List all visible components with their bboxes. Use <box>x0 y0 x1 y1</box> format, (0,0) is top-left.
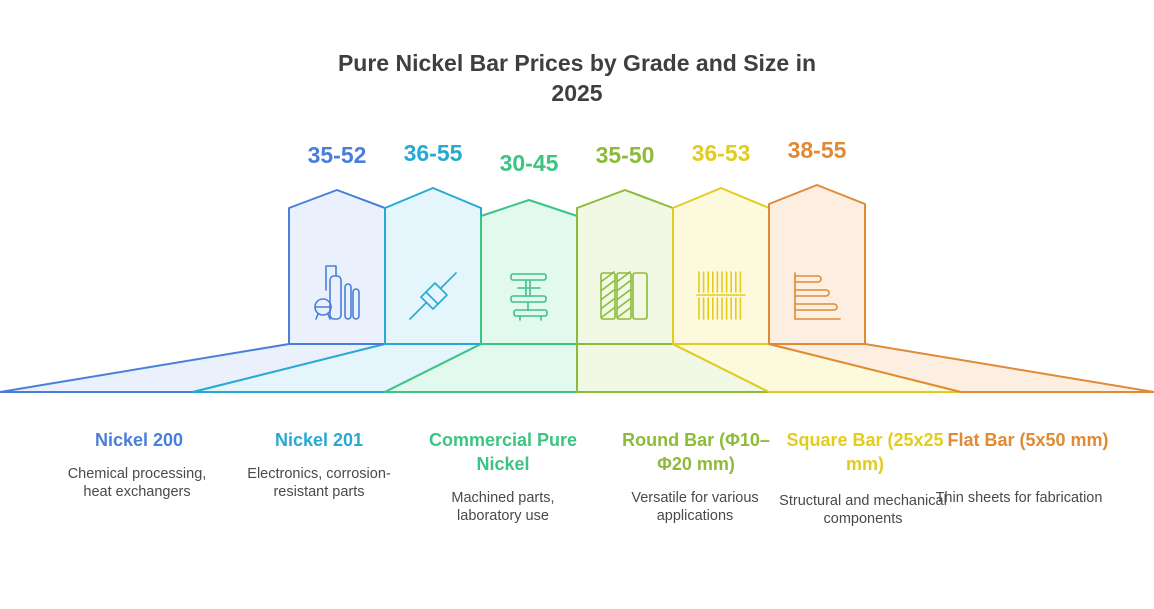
item-title-flat-bar: Flat Bar (5x50 mm) <box>947 430 1109 450</box>
item-desc-nickel-201: Electronics, corrosion-resistant parts <box>247 466 391 500</box>
range-label-nickel-200: 35-52 <box>307 142 367 168</box>
item-desc-square-bar: Structural and mechanical components <box>779 493 947 527</box>
range-label-commercial-pure-nickel: 30-45 <box>499 150 559 176</box>
item-title-nickel-201: Nickel 201 <box>274 430 364 450</box>
pentagon-square-bar <box>672 187 770 345</box>
flat-bars-icon <box>794 272 841 320</box>
item-desc-flat-bar: Thin sheets for fabrication <box>935 490 1103 506</box>
item-title-commercial-pure-nickel: Commercial Pure Nickel <box>428 430 578 474</box>
round-bars-icon <box>600 271 648 320</box>
item-desc-round-bar: Versatile for various applications <box>631 490 759 524</box>
pentagon-round-bar <box>576 189 674 345</box>
item-title-round-bar: Round Bar (Φ10–Φ20 mm) <box>622 430 770 474</box>
pentagon-nickel-201 <box>384 187 482 345</box>
item-desc-nickel-200: Chemical processing, heat exchangers <box>67 466 207 500</box>
lab-stand-icon <box>510 273 548 321</box>
range-label-nickel-201: 36-55 <box>403 140 463 166</box>
item-title-square-bar: Square Bar (25x25 mm) <box>786 430 944 474</box>
pentagon-commercial-pure-nickel <box>480 199 578 345</box>
range-label-square-bar: 36-53 <box>691 140 751 166</box>
title-line-2: 2025 <box>551 80 603 106</box>
square-bars-icon <box>696 271 746 320</box>
item-title-nickel-200: Nickel 200 <box>94 430 184 450</box>
pentagon-nickel-200 <box>288 189 386 345</box>
resistor-icon <box>409 272 457 320</box>
refinery-icon <box>314 265 360 320</box>
item-desc-commercial-pure-nickel: Machined parts, laboratory use <box>451 490 555 524</box>
range-label-flat-bar: 38-55 <box>787 137 847 163</box>
diagram-title: Pure Nickel Bar Prices by Grade and Size… <box>327 48 827 108</box>
range-label-round-bar: 35-50 <box>595 142 655 168</box>
title-line-1: Pure Nickel Bar Prices by Grade and Size… <box>337 50 817 76</box>
pentagon-flat-bar <box>768 184 866 345</box>
